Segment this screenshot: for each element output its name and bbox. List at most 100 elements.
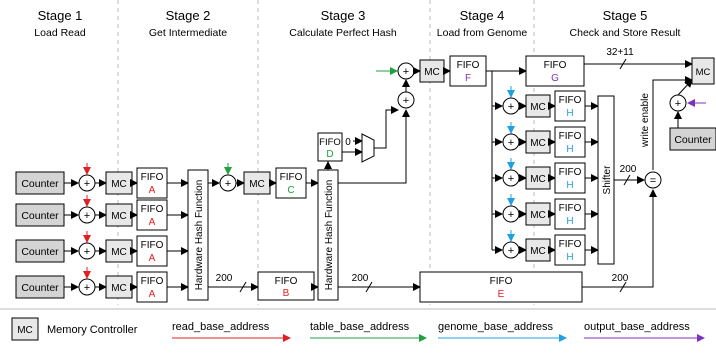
stage-5: FIFO G 32+11 Shifter 200 = 200 write ena… <box>525 47 716 293</box>
stage-2: Hardware Hash Function + MC FIFO C 200 F… <box>187 163 319 301</box>
legend-table-text: table_base_address <box>310 321 410 333</box>
mc-label: MC <box>111 247 127 258</box>
fifo-h-box <box>554 198 586 230</box>
adder-plus: + <box>508 209 514 221</box>
fifo-h-letter: H <box>566 252 573 263</box>
fifo-label: FIFO <box>141 240 164 251</box>
fifo-label: FIFO <box>141 204 164 215</box>
adder-plus: + <box>84 178 90 190</box>
shifter-label: Shifter <box>602 165 613 195</box>
legend-mc-box <box>11 317 39 341</box>
fifo-label: FIFO <box>559 167 582 178</box>
fifo-label: FIFO <box>490 276 513 287</box>
stage-3-subtitle: Calculate Perfect Hash <box>289 27 397 39</box>
fifo-h-box <box>554 234 586 266</box>
comparator-equals: = <box>650 175 656 187</box>
fifo-a-box <box>136 199 168 231</box>
fifo-b-letter: B <box>283 288 290 299</box>
fifo-g-box <box>525 55 585 87</box>
fifo-label: FIFO <box>559 203 582 214</box>
counter-label: Counter <box>21 210 59 222</box>
fifo-g-letter: G <box>551 73 559 84</box>
adder-plus: + <box>225 178 231 190</box>
mc-label: MC <box>530 138 546 149</box>
fifo-f-letter: F <box>465 73 471 84</box>
write-enable-label: write enable <box>640 93 651 148</box>
fifo-f-box <box>449 55 487 87</box>
stage-4-subtitle: Load from Genome <box>437 27 528 39</box>
stage-1-rows: Counter + MC FIFO A Counter + MC <box>15 163 189 303</box>
fifo-a-box <box>136 271 168 303</box>
output-counter-box <box>669 127 716 151</box>
adder-plus: + <box>508 101 514 113</box>
stage-5-title: Stage 5 <box>603 8 648 23</box>
stage-4-title: Stage 4 <box>460 8 505 23</box>
fifo-label: FIFO <box>559 239 582 250</box>
legend: MC Memory Controller read_base_address t… <box>0 308 716 342</box>
adder-plus: + <box>508 173 514 185</box>
genome-lane: + MC FIFO H <box>492 230 599 266</box>
mc-label: MC <box>530 174 546 185</box>
fifo-h-letter: H <box>566 180 573 191</box>
stage-2-subtitle: Get Intermediate <box>149 27 227 39</box>
legend-mc-abbr: MC <box>17 325 33 336</box>
fifo-a-box <box>136 167 168 199</box>
fifo-a-letter: A <box>149 253 156 264</box>
fifo-c-box <box>275 167 307 199</box>
stage-1-subtitle: Load Read <box>34 27 86 39</box>
mc-label: MC <box>530 246 546 257</box>
stage-5-subtitle: Check and Store Result <box>570 27 681 39</box>
counter-label: Counter <box>674 134 712 146</box>
adder-plus: + <box>403 66 409 78</box>
mc-label: MC <box>111 211 127 222</box>
read-row-4: Counter + MC FIFO A <box>15 267 189 303</box>
legend-output-text: output_base_address <box>584 321 690 333</box>
fifo-label: FIFO <box>280 172 303 183</box>
zero-constant: 0 <box>345 137 351 148</box>
stage-headers: Stage 1 Load Read Stage 2 Get Intermedia… <box>34 8 680 39</box>
mc-label: MC <box>530 102 546 113</box>
adder-plus: + <box>84 246 90 258</box>
fifo-label: FIFO <box>141 276 164 287</box>
adder-plus: + <box>675 98 681 110</box>
adder-plus: + <box>403 95 409 107</box>
mc-box <box>691 57 715 85</box>
mc-label: MC <box>249 179 265 190</box>
read-row-3: Counter + MC FIFO A <box>15 231 189 267</box>
fifo-a-letter: A <box>149 289 156 300</box>
stage-4: MC FIFO F +MCFIFOH+MCFIFOH+MCFIFOH+MCFIF… <box>419 55 599 303</box>
stage-3-title: Stage 3 <box>321 8 366 23</box>
fifo-c-letter: C <box>287 185 294 196</box>
hash-function-1-label: Hardware Hash Function <box>194 180 205 291</box>
adder-plus: + <box>84 282 90 294</box>
width-200-label: 200 <box>216 273 233 284</box>
width-200-label: 200 <box>620 164 637 175</box>
fifo-h-box <box>554 90 586 122</box>
fifo-label: FIFO <box>141 172 164 183</box>
legend-genome-text: genome_base_address <box>438 321 553 333</box>
hash-function-2-label: Hardware Hash Function <box>324 180 335 291</box>
counter-label: Counter <box>21 246 59 258</box>
hash-function-1-box <box>187 169 209 301</box>
legend-mc-text: Memory Controller <box>47 324 138 336</box>
width-200-label: 200 <box>352 273 369 284</box>
adder-plus: + <box>508 245 514 257</box>
mc-label: MC <box>696 67 711 78</box>
fifo-label: FIFO <box>559 95 582 106</box>
fifo-label: FIFO <box>275 276 298 287</box>
legend-read-text: read_base_address <box>172 321 270 333</box>
fifo-b-box <box>257 271 315 301</box>
stage-1-title: Stage 1 <box>38 8 83 23</box>
mux-node <box>361 133 375 163</box>
width-32-11-label: 32+11 <box>606 47 634 58</box>
fifo-a-box <box>136 235 168 267</box>
mc-label: MC <box>530 210 546 221</box>
fifo-e-letter: E <box>498 289 505 300</box>
width-200-label: 200 <box>612 273 629 284</box>
fifo-label: FIFO <box>319 137 341 148</box>
